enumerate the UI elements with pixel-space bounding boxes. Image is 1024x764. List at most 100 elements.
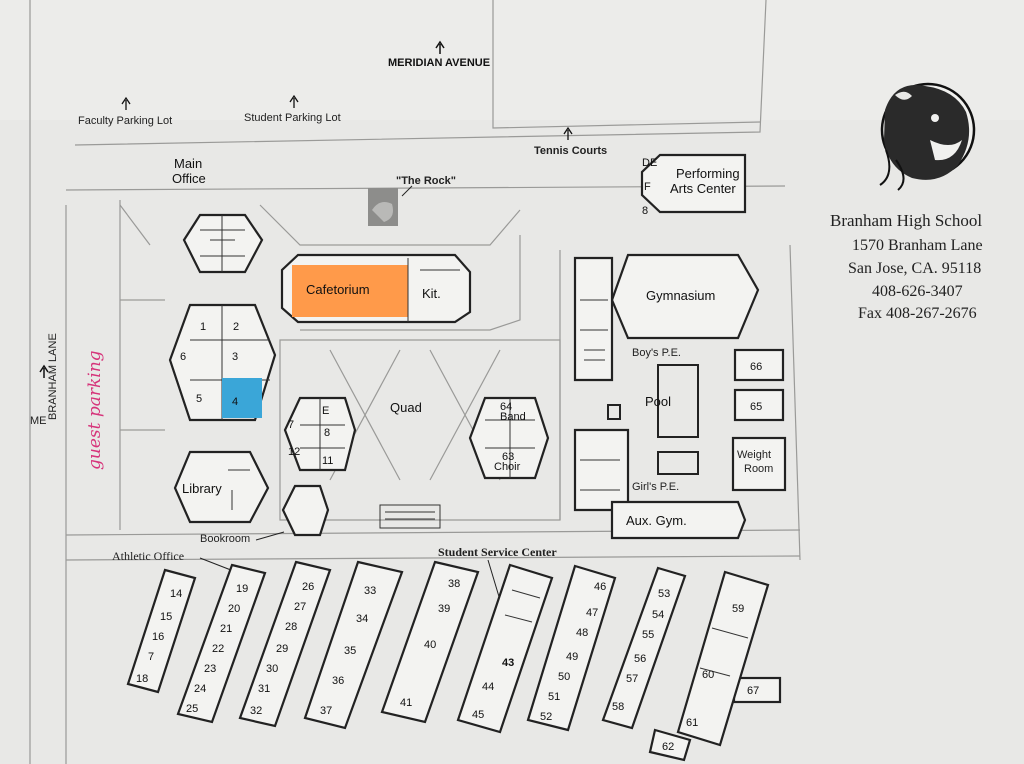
room-12: 12 — [288, 446, 300, 458]
cafetorium-label: Cafetorium — [306, 282, 370, 297]
room-58: 58 — [612, 701, 624, 713]
room-26: 26 — [302, 581, 314, 593]
room-56: 56 — [634, 653, 646, 665]
room-16: 16 — [152, 631, 164, 643]
wing-26-32[interactable]: 26 27 28 29 30 31 32 — [238, 560, 332, 728]
room-44: 44 — [482, 681, 494, 693]
cafetorium-building[interactable]: Cafetorium Kit. — [280, 253, 472, 324]
room-47: 47 — [586, 607, 598, 619]
athletic-office-label: Athletic Office — [112, 549, 184, 563]
bookroom-building[interactable]: Bookroom — [200, 484, 330, 545]
room-e: E — [322, 405, 329, 417]
boys-pe-label: Boy's P.E. — [632, 347, 681, 359]
kitchen-label: Kit. — [422, 286, 441, 301]
room-7: 7 — [288, 419, 294, 431]
room-43: 43 — [502, 657, 514, 669]
room-45: 45 — [472, 709, 484, 721]
band-choir-building[interactable]: 64 Band 63 Choir — [468, 396, 550, 480]
school-phone: 408-626-3407 — [872, 283, 963, 300]
road-outlines — [29, 0, 801, 764]
room-21: 21 — [220, 623, 232, 635]
room-66: 66 — [750, 361, 762, 373]
quad-stage — [379, 504, 441, 529]
main-office-building[interactable]: Main Office — [172, 156, 264, 274]
room-64: 64 — [500, 401, 512, 413]
room-67: 67 — [747, 685, 759, 697]
room-3: 3 — [232, 351, 238, 363]
aux-gym-label: Aux. Gym. — [626, 513, 687, 528]
quad-label: Quad — [390, 400, 422, 415]
room-24: 24 — [194, 683, 206, 695]
room-38: 38 — [448, 578, 460, 590]
school-address: 1570 Branham Lane — [852, 237, 983, 254]
room-20: 20 — [228, 603, 240, 615]
room-51: 51 — [548, 691, 560, 703]
wing-43-45-ssc[interactable]: 43 44 45 — [456, 563, 554, 734]
wing-14-18[interactable]: 14 15 16 7 18 — [126, 568, 197, 694]
room-30: 30 — [266, 663, 278, 675]
pac-de-label: DE — [642, 157, 657, 169]
room-11: 11 — [322, 455, 333, 467]
me-label: ME — [30, 415, 47, 427]
library-building[interactable]: Library — [173, 450, 270, 524]
band-label: Band — [500, 411, 526, 423]
room-15: 15 — [160, 611, 172, 623]
guest-parking-label: guest parking — [85, 350, 105, 470]
performing-arts-center[interactable]: Performing Arts Center DE F 8 — [640, 153, 747, 217]
wing-19-25[interactable]: 19 20 21 22 23 24 25 — [176, 563, 267, 724]
school-city: San Jose, CA. 95118 — [848, 260, 981, 277]
classroom-building-7-12[interactable]: 7 8 12 11 E — [283, 396, 357, 472]
pool-label: Pool — [645, 394, 671, 409]
room-19: 19 — [236, 583, 248, 595]
student-service-center-label: Student Service Center — [438, 545, 557, 559]
room-22: 22 — [212, 643, 224, 655]
pac-8-label: 8 — [642, 205, 648, 217]
classroom-building-1-6[interactable]: 1 2 6 3 5 4 — [168, 303, 277, 422]
wing-59-62[interactable]: 59 60 61 62 — [648, 570, 770, 762]
room-55: 55 — [642, 629, 654, 641]
north-arrow-icon — [39, 364, 49, 378]
room-31: 31 — [258, 683, 270, 695]
north-arrow-icon — [435, 40, 445, 54]
room-41: 41 — [400, 697, 412, 709]
tennis-courts-label: Tennis Courts — [534, 145, 607, 157]
room-53: 53 — [658, 588, 670, 600]
main-office-label-2: Office — [172, 171, 206, 186]
room-65: 65 — [750, 401, 762, 413]
room-6: 6 — [180, 351, 186, 363]
wing-38-41[interactable]: 38 39 40 41 — [380, 560, 480, 724]
the-rock-label: "The Rock" — [396, 175, 456, 187]
room-37: 37 — [320, 705, 332, 717]
north-arrow-icon — [563, 126, 573, 140]
bookroom-label: Bookroom — [200, 533, 250, 545]
room-28: 28 — [285, 621, 297, 633]
wing-53-58[interactable]: 53 54 55 56 57 58 — [601, 566, 687, 730]
room-2: 2 — [233, 321, 239, 333]
room-57: 57 — [626, 673, 638, 685]
pac-label-1: Performing — [676, 166, 740, 181]
gymnasium-label: Gymnasium — [646, 288, 715, 303]
faculty-parking-label: Faculty Parking Lot — [78, 115, 172, 127]
wing-46-52[interactable]: 46 47 48 49 50 51 52 — [526, 564, 617, 732]
room-49: 49 — [566, 651, 578, 663]
cafetorium-highlight — [292, 265, 408, 317]
room-17: 7 — [148, 651, 154, 663]
room-23: 23 — [204, 663, 216, 675]
gymnasium-building[interactable]: Gymnasium — [610, 253, 760, 340]
room-8: 8 — [324, 427, 330, 439]
branham-lane-label: BRANHAM LANE — [47, 333, 59, 420]
meridian-avenue-label: MERIDIAN AVENUE — [388, 57, 490, 69]
school-fax: Fax 408-267-2676 — [858, 305, 977, 322]
pe-complex[interactable]: Boy's P.E. Pool Girl's P.E. Aux. Gym. — [573, 256, 747, 540]
right-annex[interactable]: 66 65 Weight Room 67 — [731, 348, 787, 704]
student-parking-label: Student Parking Lot — [244, 112, 341, 124]
the-rock[interactable]: "The Rock" — [368, 175, 456, 226]
room-33: 33 — [364, 585, 376, 597]
wing-33-37[interactable]: 33 34 35 36 37 — [303, 560, 404, 730]
room-5: 5 — [196, 393, 202, 405]
room-32: 32 — [250, 705, 262, 717]
room-48: 48 — [576, 627, 588, 639]
room-52: 52 — [540, 711, 552, 723]
room-1: 1 — [200, 321, 206, 333]
room-59: 59 — [732, 603, 744, 615]
